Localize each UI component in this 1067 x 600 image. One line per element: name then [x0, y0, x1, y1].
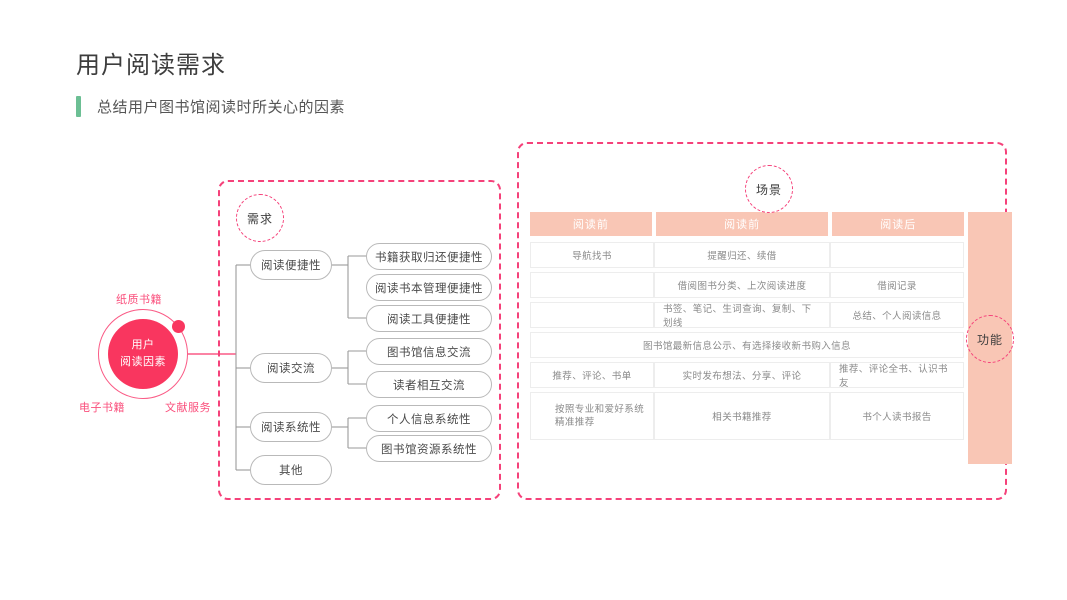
leaf-node-book-borrow-return[interactable]: 书籍获取归还便捷性 — [366, 243, 492, 270]
table-row: 推荐、评论、书单 实时发布想法、分享、评论 推荐、评论全书、认识书友 — [530, 362, 964, 389]
table-cell: 按照专业和爱好系统精准推荐 — [530, 392, 654, 440]
table-header-row: 阅读前 阅读前 阅读后 — [530, 212, 964, 236]
branch-node-reading-communication[interactable]: 阅读交流 — [250, 353, 332, 383]
table-cell: 借阅记录 — [830, 272, 964, 298]
column-header-before-reading-2: 阅读前 — [655, 212, 829, 236]
branch-label: 阅读系统性 — [261, 422, 321, 434]
badge-scenario: 场景 — [745, 165, 793, 213]
branch-node-reading-systematicity[interactable]: 阅读系统性 — [250, 412, 332, 442]
table-cell — [830, 242, 964, 268]
branch-label: 其他 — [279, 465, 303, 477]
leaf-node-book-management[interactable]: 阅读书本管理便捷性 — [366, 274, 492, 301]
leaf-label: 阅读书本管理便捷性 — [375, 282, 483, 295]
leaf-node-library-resource-system[interactable]: 图书馆资源系统性 — [366, 435, 492, 462]
hub-line-2: 阅读因素 — [120, 356, 166, 368]
accent-bar — [76, 96, 81, 117]
leaf-node-personal-info-system[interactable]: 个人信息系统性 — [366, 405, 492, 432]
leaf-label: 图书馆信息交流 — [387, 346, 471, 359]
branch-label: 阅读便捷性 — [261, 260, 321, 272]
hub-label-document-service: 文献服务 — [165, 402, 211, 414]
branch-node-reading-convenience[interactable]: 阅读便捷性 — [250, 250, 332, 280]
table-cell: 借阅图书分类、上次阅读进度 — [654, 272, 830, 298]
table-cell: 提醒归还、续借 — [654, 242, 830, 268]
badge-function: 功能 — [966, 315, 1014, 363]
table-cell — [530, 272, 654, 298]
subtitle-group: 总结用户图书馆阅读时所关心的因素 — [76, 96, 345, 117]
branch-node-other[interactable]: 其他 — [250, 455, 332, 485]
page-title: 用户阅读需求 — [76, 52, 226, 79]
leaf-node-reading-tools[interactable]: 阅读工具便捷性 — [366, 305, 492, 332]
table-row: 导航找书 提醒归还、续借 — [530, 242, 964, 268]
table-cell: 总结、个人阅读信息 — [830, 302, 964, 328]
badge-demand: 需求 — [236, 194, 284, 242]
page-subtitle: 总结用户图书馆阅读时所关心的因素 — [97, 99, 346, 116]
leaf-label: 书籍获取归还便捷性 — [375, 251, 483, 264]
table-row: 书签、笔记、生词查询、复制、下划线 总结、个人阅读信息 — [530, 302, 964, 329]
hub-label-digital-books: 电子书籍 — [79, 402, 125, 414]
table-cell: 推荐、评论全书、认识书友 — [830, 362, 964, 389]
demand-group-box — [218, 180, 501, 500]
leaf-label: 图书馆资源系统性 — [381, 443, 477, 456]
hub-line-1: 用户 — [131, 339, 155, 351]
table-row: 按照专业和爱好系统精准推荐 相关书籍推荐 书个人读书报告 — [530, 392, 964, 440]
hub-accent-dot — [172, 320, 185, 333]
leaf-node-reader-interaction[interactable]: 读者相互交流 — [366, 371, 492, 398]
scenario-function-table: 阅读前 阅读前 阅读后 导航找书 提醒归还、续借 借阅图书分类、上次阅读进度 借… — [530, 212, 964, 444]
table-cell-merged: 图书馆最新信息公示、有选择接收新书购入信息 — [530, 332, 964, 358]
table-cell: 推荐、评论、书单 — [530, 362, 654, 388]
hub-outer-ring — [98, 309, 188, 399]
column-header-after-reading: 阅读后 — [832, 212, 964, 236]
hub-core: 用户 阅读因素 — [108, 319, 178, 389]
table-row-merged: 图书馆最新信息公示、有选择接收新书购入信息 — [530, 332, 964, 358]
leaf-label: 个人信息系统性 — [387, 413, 471, 426]
hub-label-paper-books: 纸质书籍 — [116, 294, 162, 306]
table-cell: 书签、笔记、生词查询、复制、下划线 — [654, 302, 830, 329]
branch-label: 阅读交流 — [267, 363, 315, 375]
table-cell — [530, 302, 654, 328]
leaf-label: 读者相互交流 — [393, 379, 465, 392]
table-cell: 实时发布想法、分享、评论 — [654, 362, 830, 388]
table-row: 借阅图书分类、上次阅读进度 借阅记录 — [530, 272, 964, 298]
leaf-node-library-info-exchange[interactable]: 图书馆信息交流 — [366, 338, 492, 365]
table-cell: 书个人读书报告 — [830, 392, 964, 440]
leaf-label: 阅读工具便捷性 — [387, 313, 471, 326]
table-cell: 相关书籍推荐 — [654, 392, 830, 440]
column-header-before-reading-1: 阅读前 — [530, 212, 652, 236]
table-cell: 导航找书 — [530, 242, 654, 268]
